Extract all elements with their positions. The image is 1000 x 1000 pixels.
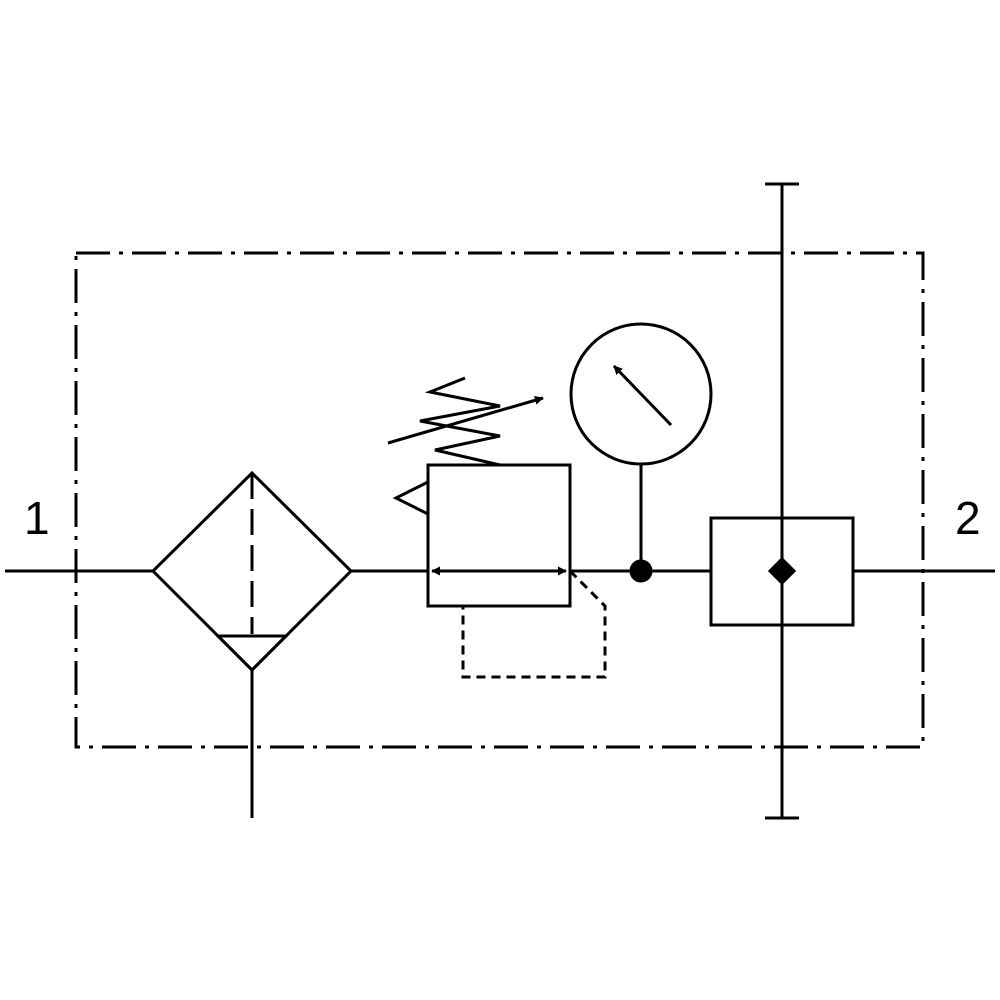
- distributor-block-symbol: [709, 182, 855, 820]
- distributor-junction-diamond: [767, 556, 797, 586]
- regulator-body: [426, 463, 572, 608]
- gauge-needle: [612, 364, 673, 427]
- port-label-inlet: 1: [24, 492, 50, 544]
- gauge-junction-dot: [629, 559, 653, 583]
- port-label-outlet: 2: [955, 492, 981, 544]
- regulator-spring: [419, 376, 501, 467]
- pressure-gauge-symbol: [569, 322, 713, 571]
- regulator-pilot-triangle: [392, 480, 429, 516]
- filter-drain-bowl: [214, 634, 290, 673]
- regulator-pilot-line: [461, 569, 607, 679]
- unit-enclosure: [74, 251, 925, 749]
- filter-diamond: [150, 470, 354, 673]
- regulator-adjust-arrow: [387, 395, 544, 445]
- pressure-regulator-symbol: [387, 376, 607, 679]
- filter-symbol: [150, 470, 354, 818]
